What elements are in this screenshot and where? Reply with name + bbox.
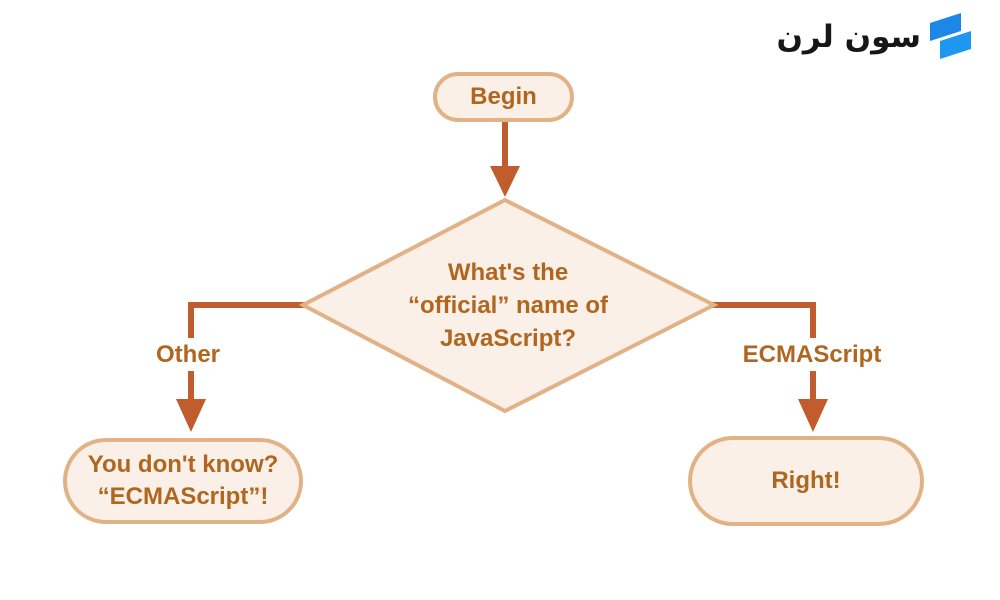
edge-ecmascript-arrowhead bbox=[798, 399, 828, 432]
node-result-other-line-2: “ECMAScript”! bbox=[97, 483, 269, 510]
decision-line-2: “official” name of bbox=[407, 291, 609, 319]
node-result-other: You don't know? “ECMAScript”! bbox=[63, 438, 303, 524]
edge-label-other: Other bbox=[151, 338, 225, 371]
edge-label-ecmascript: ECMAScript bbox=[738, 338, 886, 371]
decision-line-1: What's the bbox=[447, 258, 569, 286]
edge-other-arrowhead bbox=[176, 399, 206, 432]
node-result-right: Right! bbox=[688, 436, 924, 526]
decision-line-3: JavaScript? bbox=[439, 324, 577, 352]
logo: سون لرن bbox=[776, 12, 972, 62]
node-begin-label: Begin bbox=[470, 83, 537, 110]
node-result-right-label: Right! bbox=[771, 467, 841, 494]
edge-begin-arrowhead bbox=[490, 166, 520, 197]
decision-diamond-shape bbox=[298, 197, 719, 414]
node-result-other-line-1: You don't know? bbox=[87, 451, 279, 478]
sevenlearn-logo-icon bbox=[930, 13, 971, 59]
node-decision-label: What's the “official” name of JavaScript… bbox=[358, 248, 658, 362]
logo-text: سون لرن bbox=[776, 19, 921, 55]
node-begin: Begin bbox=[433, 72, 574, 122]
